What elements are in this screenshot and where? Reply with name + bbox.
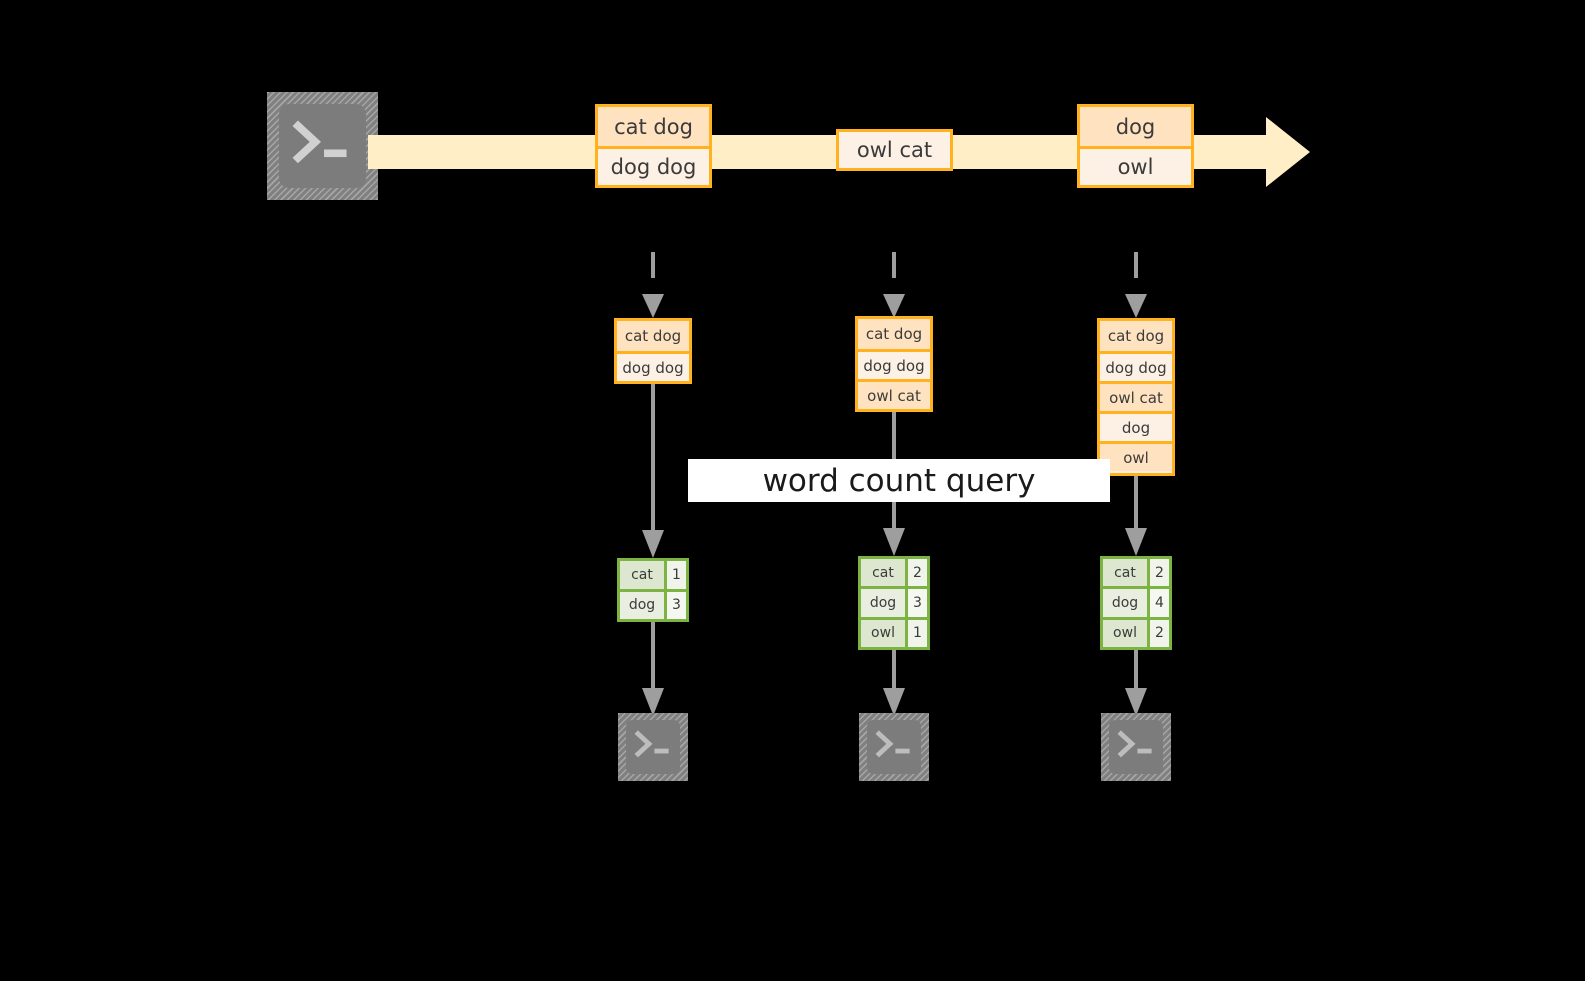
result-row: cat 2 [861,559,927,587]
input-row: dog dog [617,351,689,381]
stream-event-3: dog owl [1077,104,1194,188]
input-row: dog dog [858,349,930,379]
snapshot-1-result-table: cat 1 dog 3 [617,558,689,622]
result-row: cat 1 [620,561,686,589]
result-count: 2 [1147,619,1169,647]
result-row: cat 2 [1103,559,1169,587]
input-row: cat dog [858,319,930,349]
result-count: 4 [1147,589,1169,617]
terminal-prompt-glyph [875,730,910,758]
snapshot-2-result-table: cat 2 dog 3 owl 1 [858,556,930,650]
result-count: 2 [905,559,927,587]
snapshot-3-result-table: cat 2 dog 4 owl 2 [1100,556,1172,650]
terminal-screen [625,720,681,774]
result-row: owl 1 [861,616,927,647]
result-count: 2 [1147,559,1169,587]
result-row: dog 4 [1103,586,1169,617]
stream-arrowhead [1198,117,1310,187]
input-row: dog [1100,411,1172,441]
stream-event-row: dog [1080,107,1191,146]
result-row: dog 3 [620,588,686,619]
query-banner: word count query [688,459,1110,502]
snapshot-1-query-arrow [642,384,664,558]
snapshot-2-input-table: cat dog dog dog owl cat [855,316,933,412]
result-row: owl 2 [1103,616,1169,647]
snapshot-1-tap-arrow [642,252,664,318]
snapshot-3-tap-arrow [1125,252,1147,318]
result-word: dog [1103,589,1147,617]
stream-event-row: owl cat [839,132,950,168]
input-row: owl cat [1100,381,1172,411]
input-row: dog dog [1100,351,1172,381]
terminal-screen [1108,720,1164,774]
stream-event-1: cat dog dog dog [595,104,712,188]
terminal-prompt-glyph [1117,730,1152,758]
result-row: dog 3 [861,586,927,617]
stream-event-2: owl cat [836,129,953,171]
result-word: cat [620,561,664,589]
result-count: 1 [664,561,686,589]
result-count: 3 [905,589,927,617]
result-count: 3 [664,591,686,619]
source-terminal-icon [267,92,378,200]
terminal-prompt-glyph [292,120,347,164]
snapshot-1-input-table: cat dog dog dog [614,318,692,384]
input-row: cat dog [1100,321,1172,351]
stream-event-row: dog dog [598,146,709,185]
input-row: owl [1100,441,1172,471]
snapshot-1-sink-terminal-icon [618,713,688,781]
result-word: owl [861,619,905,647]
input-row: cat dog [617,321,689,351]
result-word: dog [861,589,905,617]
stream-event-row: owl [1080,146,1191,185]
snapshot-2-sink-arrow [883,650,905,716]
result-word: owl [1103,619,1147,647]
query-banner-label: word count query [762,462,1036,499]
result-word: dog [620,591,664,619]
result-count: 1 [905,619,927,647]
snapshot-3-input-table: cat dog dog dog owl cat dog owl [1097,318,1175,476]
snapshot-2-sink-terminal-icon [859,713,929,781]
snapshot-3-query-arrow [1125,476,1147,556]
snapshot-1-sink-arrow [642,622,664,716]
terminal-screen [866,720,922,774]
input-row: owl cat [858,379,930,409]
snapshot-3-sink-arrow [1125,650,1147,716]
result-word: cat [861,559,905,587]
snapshot-2-tap-arrow [883,252,905,318]
result-word: cat [1103,559,1147,587]
stream-band [368,135,1206,169]
terminal-prompt-glyph [634,730,669,758]
snapshot-3-sink-terminal-icon [1101,713,1171,781]
terminal-screen [279,103,366,189]
stream-event-row: cat dog [598,107,709,146]
